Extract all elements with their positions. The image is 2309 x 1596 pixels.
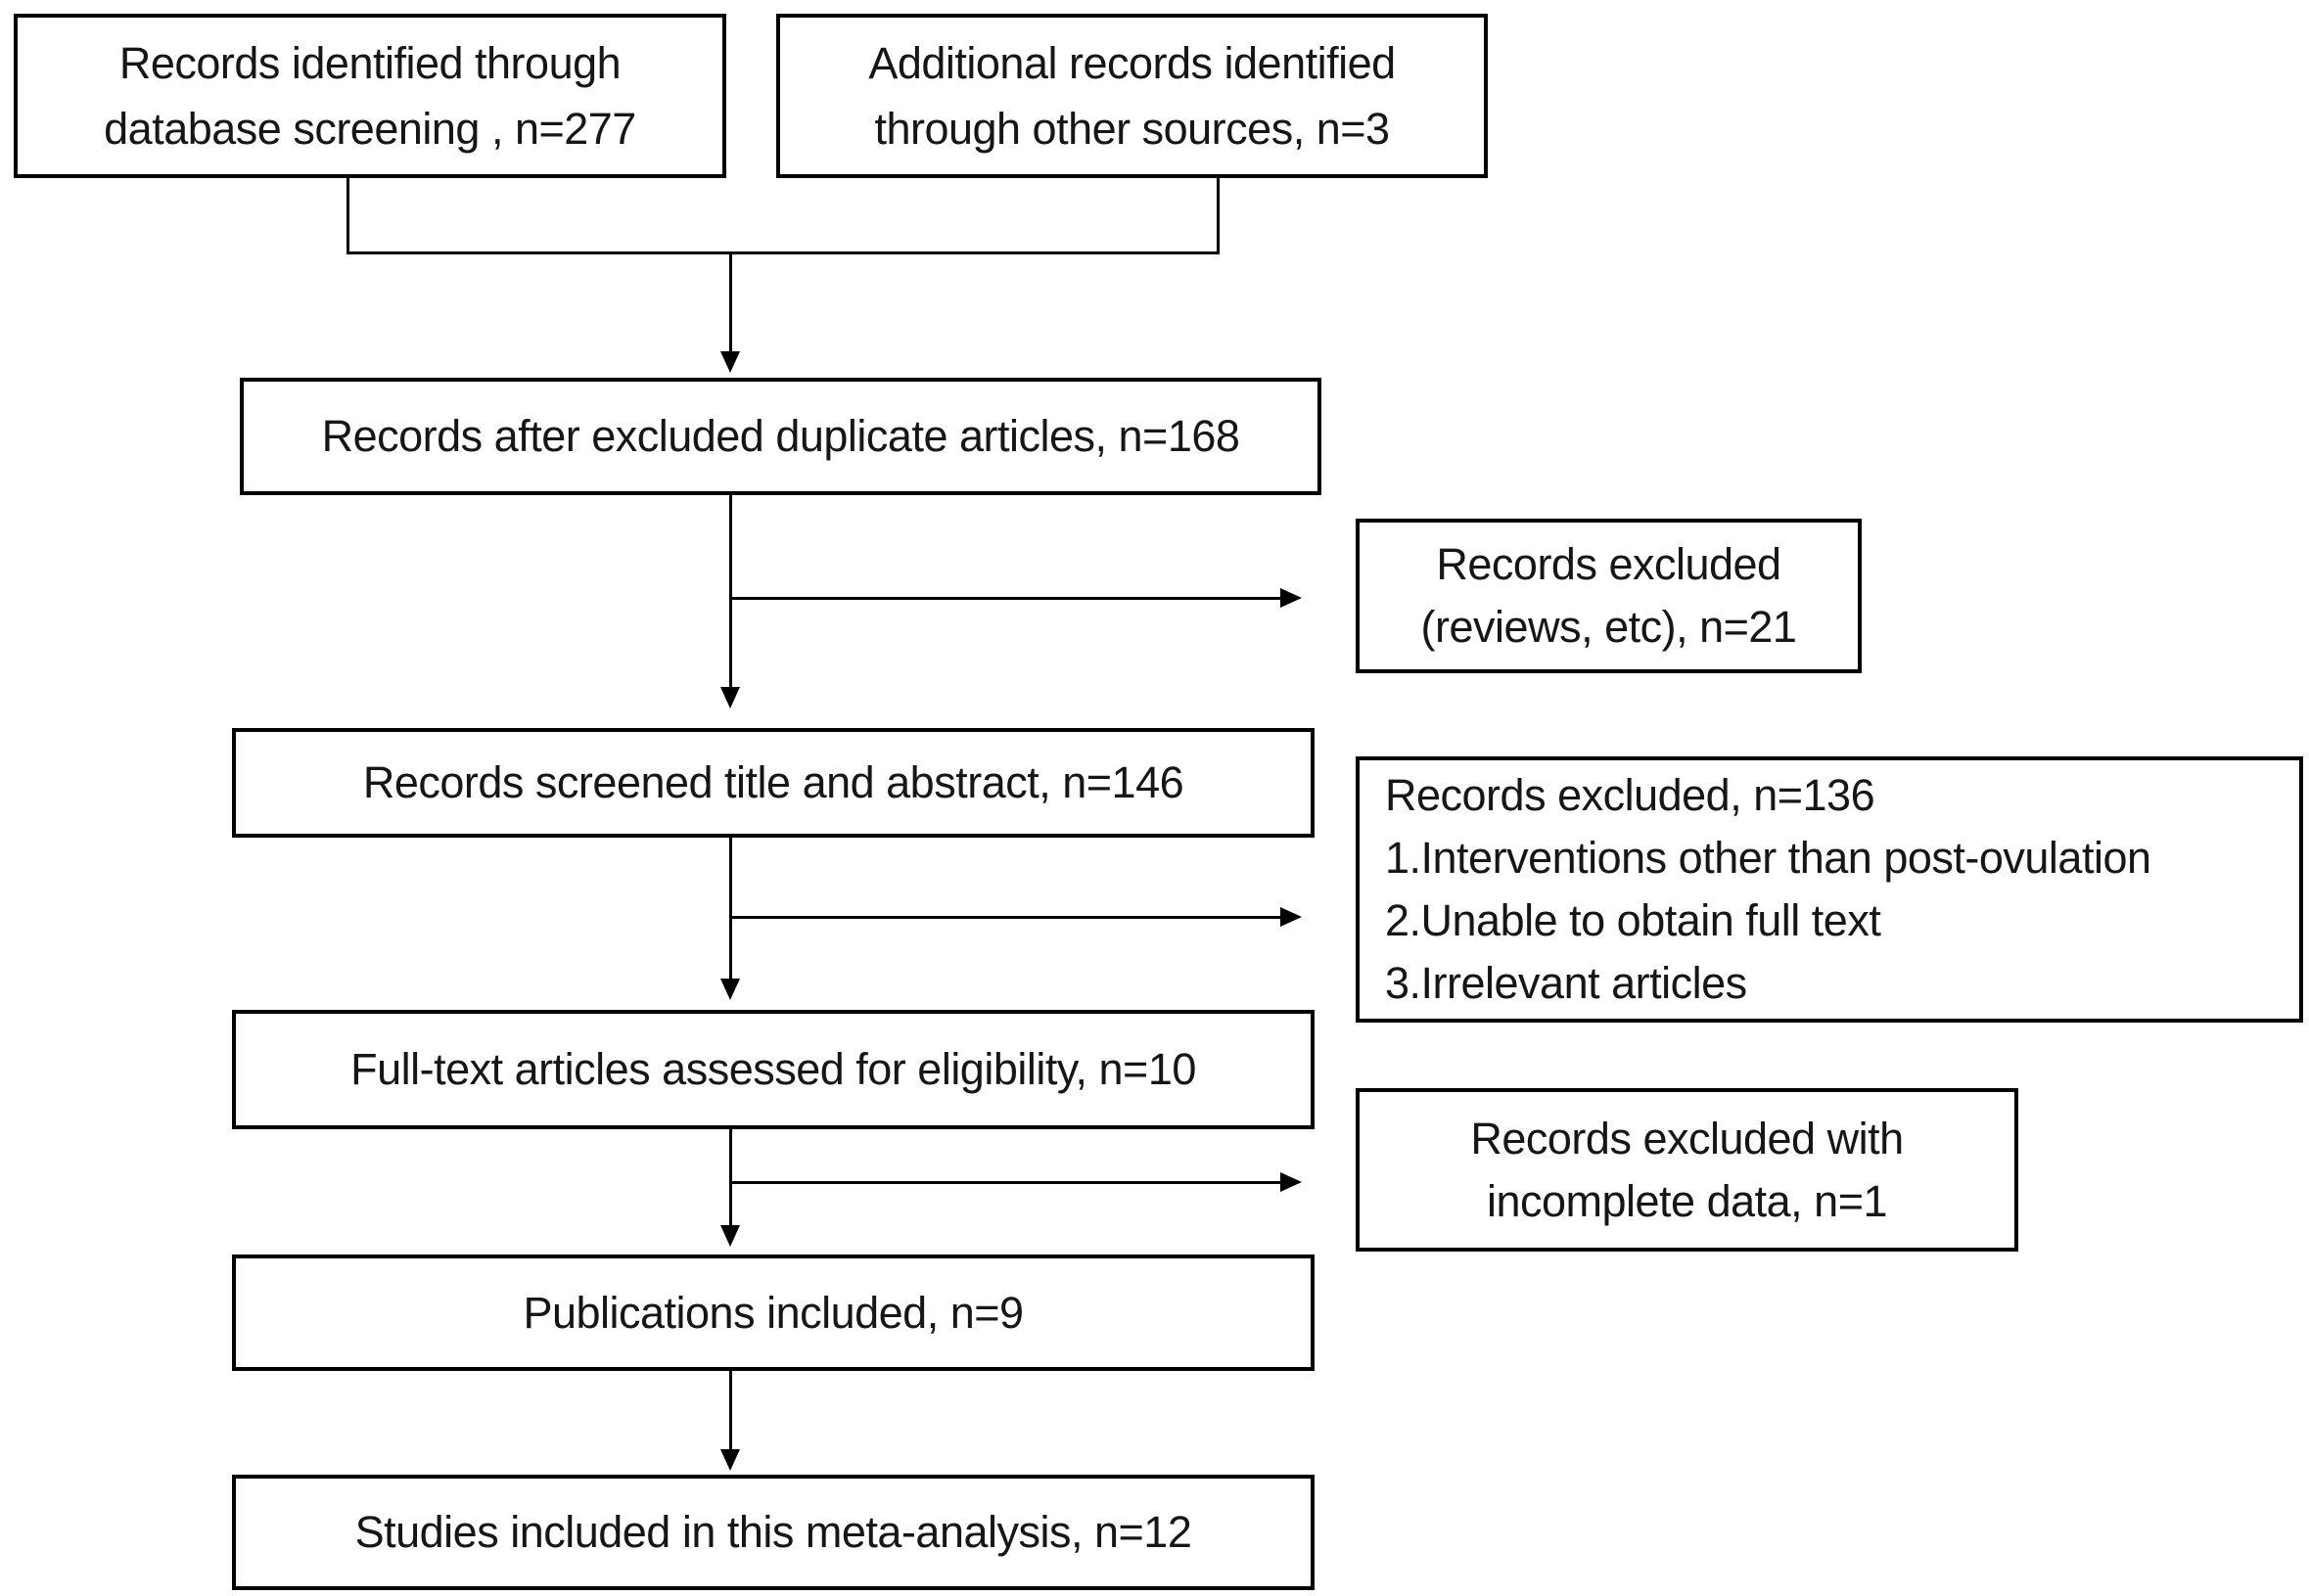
node-text-line: 2.Unable to obtain full text xyxy=(1385,895,1881,945)
node-records-identified-db: Records identified through database scre… xyxy=(14,14,726,178)
node-text-line: Records excluded, n=136 xyxy=(1385,770,1875,820)
connector-screened-down xyxy=(729,838,732,979)
node-after-duplicates: Records after excluded duplicate article… xyxy=(240,378,1321,495)
connector-branch-excluded-reasons xyxy=(729,916,1280,919)
node-excluded-reviews: Records excluded (reviews, etc), n=21 xyxy=(1356,519,1862,673)
connector-publications-down xyxy=(729,1371,732,1449)
node-text-line: Full-text articles assessed for eligibil… xyxy=(350,1044,1196,1094)
connector-merge-horizontal xyxy=(346,251,1220,254)
connector-after-duplicates-down xyxy=(729,495,732,687)
arrowhead-to-after-duplicates xyxy=(720,351,740,373)
node-fulltext-assessed: Full-text articles assessed for eligibil… xyxy=(232,1010,1315,1129)
node-text-line: 3.Irrelevant articles xyxy=(1385,958,1747,1008)
node-text-line: Publications included, n=9 xyxy=(523,1287,1024,1338)
node-text-line: Records after excluded duplicate article… xyxy=(321,411,1240,461)
node-text-line: Records excluded with xyxy=(1470,1113,1904,1163)
arrowhead-to-studies xyxy=(720,1449,740,1471)
connector-other-down xyxy=(1217,178,1220,254)
node-records-screened: Records screened title and abstract, n=1… xyxy=(232,728,1315,838)
connector-db-down xyxy=(346,178,349,254)
arrowhead-to-excluded-incomplete xyxy=(1280,1172,1302,1192)
node-text-line: Studies included in this meta-analysis, … xyxy=(354,1507,1192,1557)
arrowhead-to-publications xyxy=(720,1225,740,1247)
node-text-line: Additional records identified xyxy=(868,38,1396,88)
connector-merge-drop xyxy=(729,251,732,351)
connector-branch-excluded-reviews xyxy=(729,597,1280,600)
node-text-line: database screening , n=277 xyxy=(104,104,636,154)
node-text-line: Records identified through xyxy=(118,38,622,88)
node-excluded-incomplete: Records excluded with incomplete data, n… xyxy=(1356,1088,2018,1252)
connector-branch-excluded-incomplete xyxy=(729,1181,1280,1184)
arrowhead-to-screened xyxy=(720,687,740,708)
node-text-line: (reviews, etc), n=21 xyxy=(1420,602,1797,652)
node-text-line: 1.Interventions other than post-ovulatio… xyxy=(1385,833,2151,883)
node-excluded-reasons: Records excluded, n=136 1.Interventions … xyxy=(1356,756,2303,1023)
node-additional-records: Additional records identified through ot… xyxy=(776,14,1488,178)
node-text-line: Records excluded xyxy=(1436,539,1781,589)
node-text-line: through other sources, n=3 xyxy=(874,104,1390,154)
arrowhead-to-excluded-reasons xyxy=(1280,907,1302,927)
node-studies-included: Studies included in this meta-analysis, … xyxy=(232,1475,1315,1590)
node-text-line: incomplete data, n=1 xyxy=(1486,1175,1888,1226)
arrowhead-to-excluded-reviews xyxy=(1280,588,1302,608)
node-publications-included: Publications included, n=9 xyxy=(232,1254,1315,1371)
node-text-line: Records screened title and abstract, n=1… xyxy=(362,757,1184,807)
connector-fulltext-down xyxy=(729,1129,732,1225)
arrowhead-to-fulltext xyxy=(720,979,740,1000)
